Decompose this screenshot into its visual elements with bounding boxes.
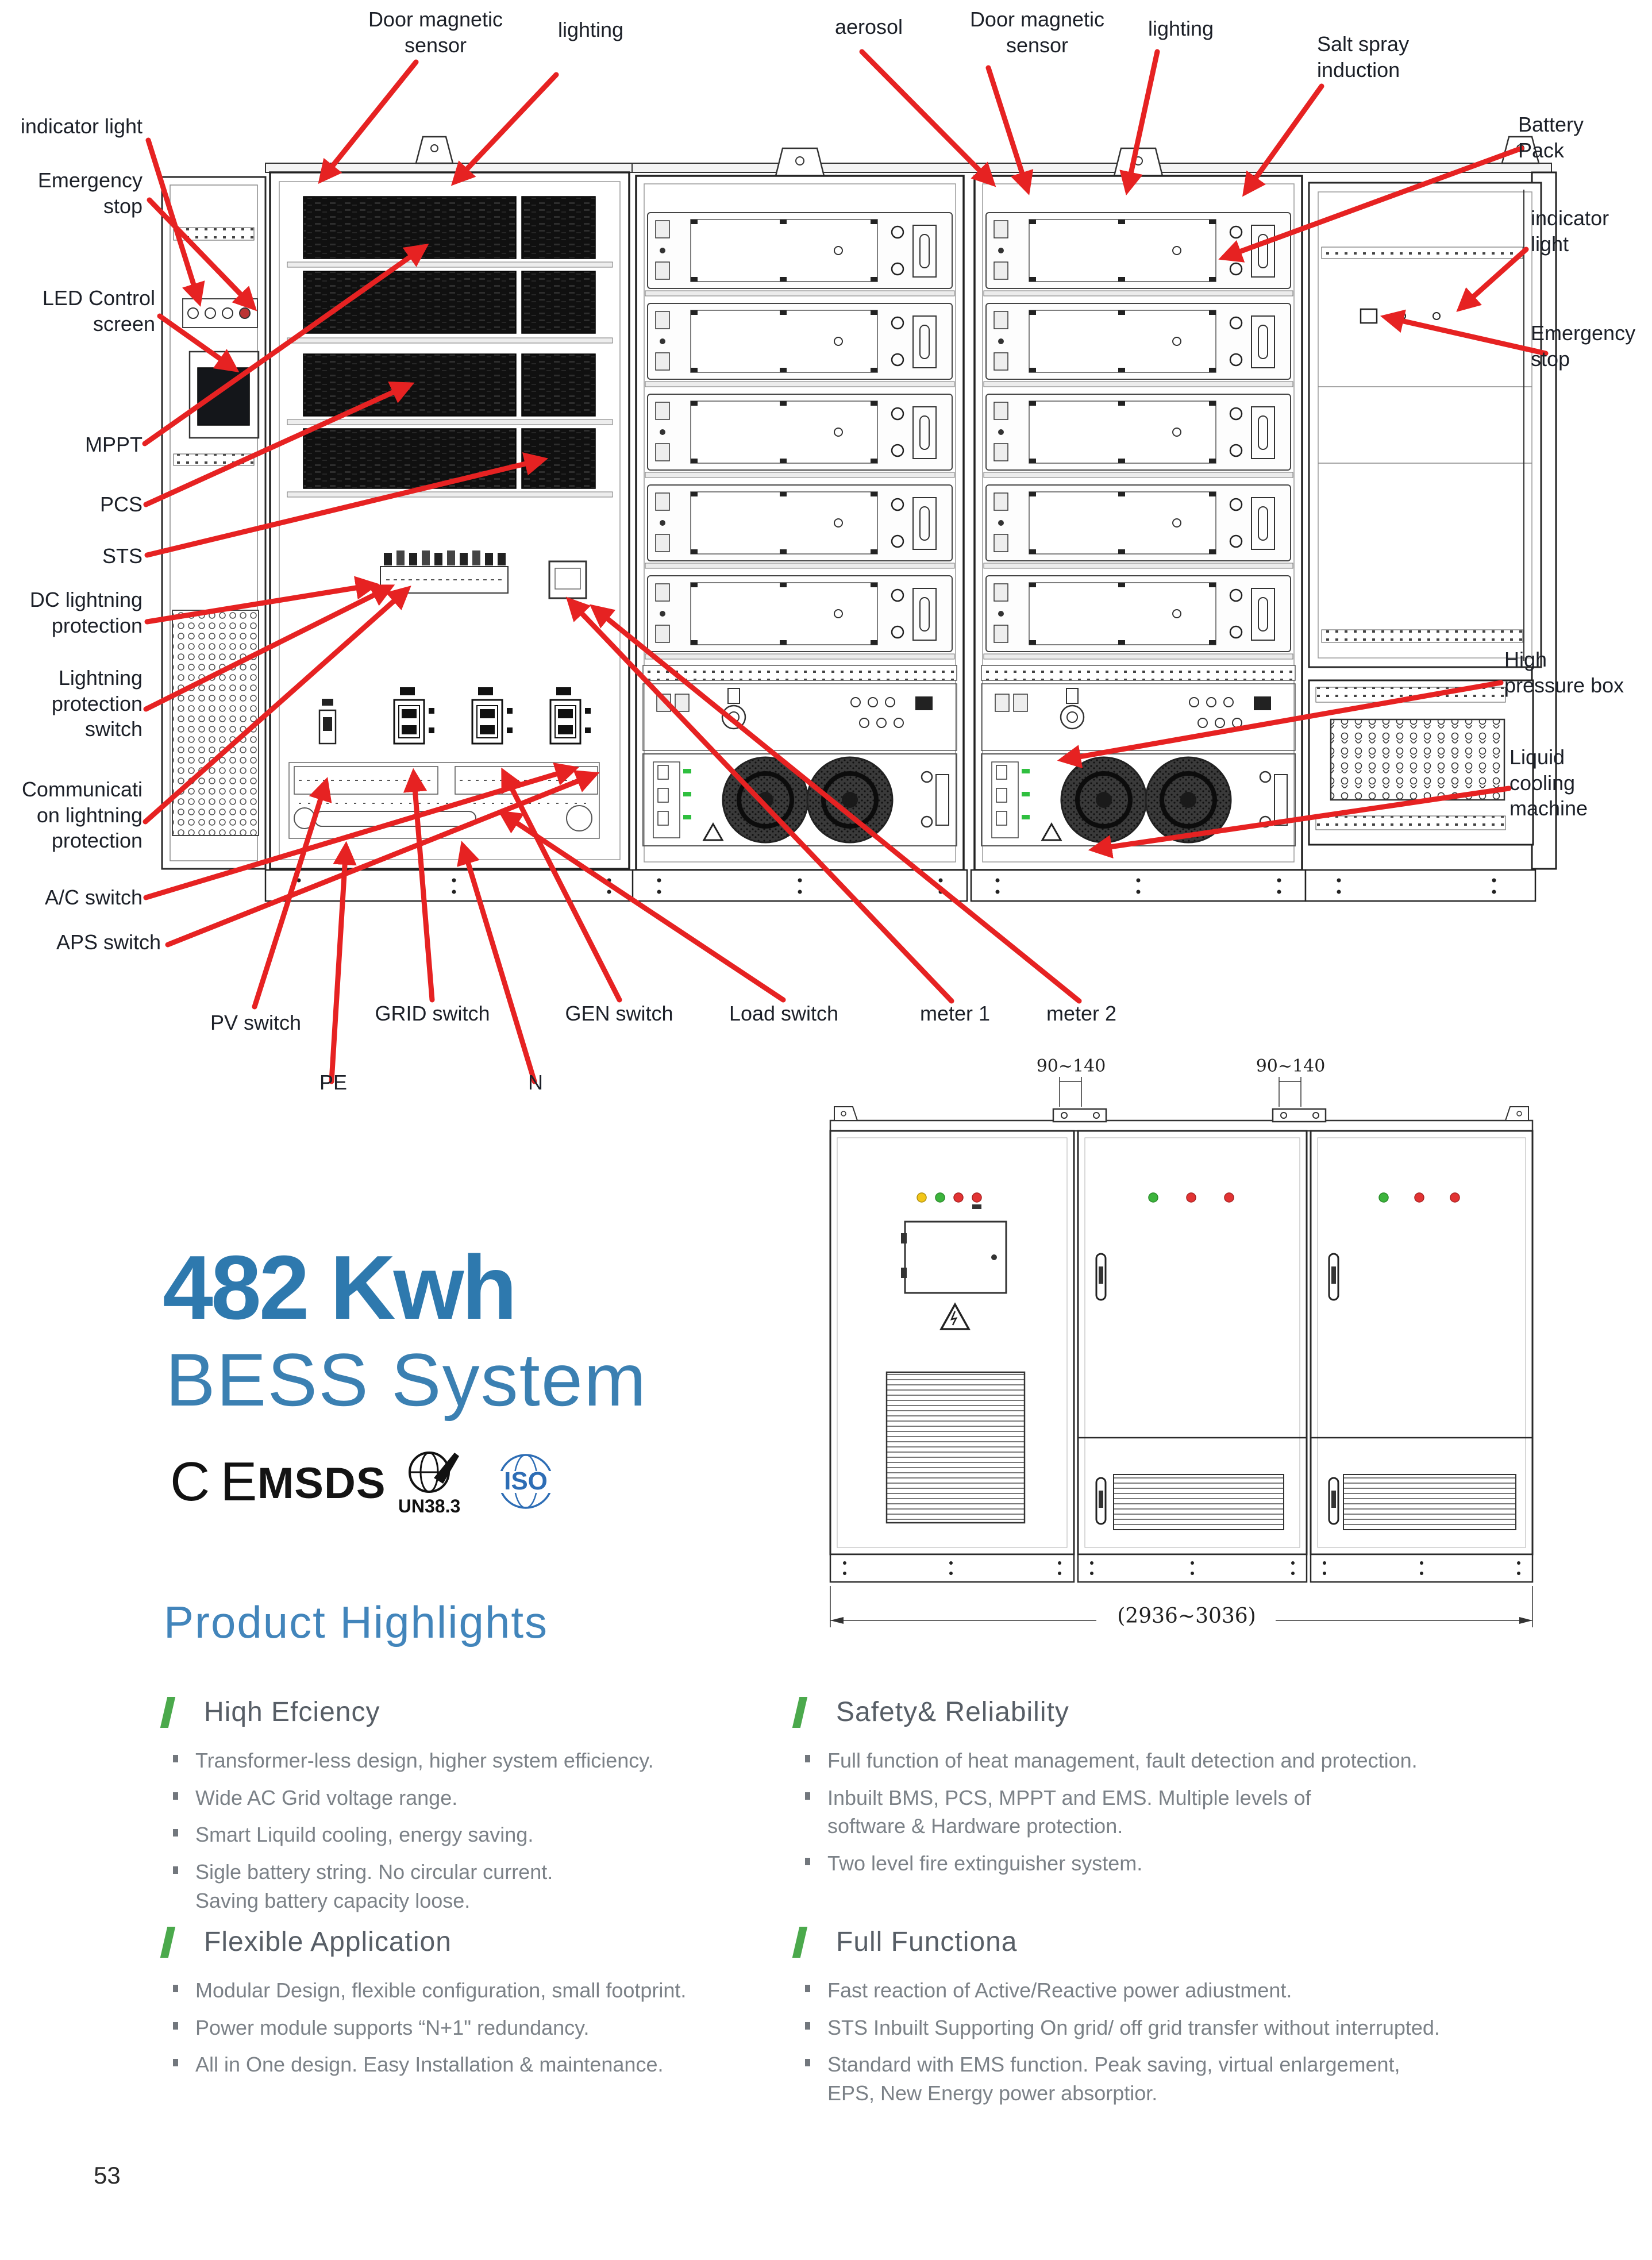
label-indicator-light-right: indicator light xyxy=(1531,206,1609,256)
bullet-icon xyxy=(173,1866,178,1874)
green-bar-icon xyxy=(160,1926,176,1958)
feature-bullet: Two level fire extinguisher system. xyxy=(796,1849,1600,1878)
feature-bullet: Inbuilt BMS, PCS, MPPT and EMS. Multiple… xyxy=(796,1784,1600,1841)
pcs-cabinet xyxy=(264,171,639,902)
bullet-icon xyxy=(173,1829,178,1837)
svg-text:UN38.3: UN38.3 xyxy=(399,1496,460,1516)
label-emergency-stop-left: Emergency stop xyxy=(37,168,143,218)
cooling-section xyxy=(1304,679,1537,902)
feature-bullet: Wide AC Grid voltage range. xyxy=(164,1784,773,1812)
label-salt-spray-induction: Salt spray induction xyxy=(1317,32,1410,82)
feature-bullet: STS Inbuilt Supporting On grid/ off grid… xyxy=(796,2013,1600,2042)
label-dc-lightning-protection: DC lightning protection xyxy=(29,588,143,637)
feature-bullet: All in One design. Easy Installation & m… xyxy=(164,2050,790,2079)
callout-arrows xyxy=(142,49,1549,1084)
iso-logo: ISO xyxy=(495,1454,556,1509)
feature-bullet: Transformer-less design, higher system e… xyxy=(164,1746,773,1775)
label-n: N xyxy=(528,1071,543,1094)
section-title-product-highlights: Product Highlights xyxy=(164,1597,548,1647)
bullet-icon xyxy=(805,2022,810,2030)
feature-flexible-application: Flexible Application Modular Design, fle… xyxy=(160,1926,790,2079)
msds-logo: MSDS xyxy=(257,1459,386,1508)
bullet-icon xyxy=(173,1755,178,1762)
label-battery-pack: Battery Pack xyxy=(1518,113,1584,162)
feature-heading: Full Functiona xyxy=(836,1927,1018,1957)
label-lighting-2: lighting xyxy=(1147,17,1214,40)
feature-full-functional: Full Functiona Fast reaction of Active/R… xyxy=(792,1926,1600,2108)
feature-high-efficiency: Hiqh Efciency Transformer-less design, h… xyxy=(160,1696,773,1915)
feature-bullet: Standard with EMS function. Peak saving,… xyxy=(796,2050,1600,2107)
page-number: 53 xyxy=(94,2162,121,2189)
label-ac-switch: A/C switch xyxy=(44,885,143,909)
bess-front-diagram xyxy=(829,1077,1534,1627)
label-lightning-protection-switch: Lightning protection switch xyxy=(51,666,143,741)
product-capacity-title: 482 Kwh xyxy=(163,1237,517,1338)
feature-heading: Flexible Application xyxy=(204,1927,452,1957)
label-mppt: MPPT xyxy=(84,433,143,456)
dimension-bracket-right: 90~140 xyxy=(1256,1056,1326,1076)
label-lighting-1: lighting xyxy=(557,18,624,41)
label-meter-2: meter 2 xyxy=(1046,1002,1117,1025)
dimension-bracket-left: 90~140 xyxy=(1036,1056,1106,1076)
feature-bullet: Smart Liquild cooling, energy saving. xyxy=(164,1820,773,1849)
bullet-icon xyxy=(805,1858,810,1866)
label-pe: PE xyxy=(319,1071,348,1094)
label-liquid-cooling-machine: Liquid cooling machine xyxy=(1509,745,1588,821)
product-name-title: BESS System xyxy=(165,1338,648,1422)
feature-bullet: Modular Design, flexible configuration, … xyxy=(164,1976,790,2005)
feature-heading: Hiqh Efciency xyxy=(204,1697,380,1727)
label-high-pressure-box: High pressure box xyxy=(1504,648,1624,697)
ce-mark-logo: CE xyxy=(170,1451,268,1512)
bullet-icon xyxy=(173,2059,178,2067)
label-pcs: PCS xyxy=(99,492,143,516)
battery-cabinet-1 xyxy=(633,148,967,901)
label-sts: STS xyxy=(102,544,143,568)
feature-bullet: Sigle battery string. No circular curren… xyxy=(164,1858,773,1915)
bullet-icon xyxy=(173,2022,178,2030)
feature-heading: Safety& Reliability xyxy=(836,1697,1069,1727)
bullet-icon xyxy=(805,1755,810,1762)
label-aps-switch: APS switch xyxy=(56,930,161,954)
label-gen-switch: GEN switch xyxy=(565,1002,673,1025)
battery-cabinet-door xyxy=(1308,171,1557,870)
label-indicator-light-left: indicator light xyxy=(20,114,143,138)
feature-bullet: Full function of heat management, fault … xyxy=(796,1746,1600,1775)
svg-text:ISO: ISO xyxy=(504,1467,548,1495)
label-load-switch: Load switch xyxy=(729,1002,839,1025)
bullet-icon xyxy=(805,2059,810,2067)
label-aerosol: aerosol xyxy=(834,15,903,38)
dimension-total-width: (2936~3036) xyxy=(1117,1604,1256,1628)
label-led-control-screen: LED Control screen xyxy=(42,286,155,336)
feature-safety-reliability: Safety& Reliability Full function of hea… xyxy=(792,1696,1600,1878)
bullet-icon xyxy=(173,1985,178,1992)
green-bar-icon xyxy=(792,1696,808,1728)
feature-bullet: Power module supports “N+1" redundancy. xyxy=(164,2013,790,2042)
label-grid-switch: GRID switch xyxy=(375,1002,490,1025)
green-bar-icon xyxy=(160,1696,176,1728)
battery-cabinet-2 xyxy=(971,148,1306,901)
bullet-icon xyxy=(805,1792,810,1800)
feature-bullet: Fast reaction of Active/Reactive power a… xyxy=(796,1976,1600,2005)
label-pv-switch: PV switch xyxy=(210,1011,302,1034)
un38-3-logo: UN38.3 xyxy=(399,1452,460,1516)
label-door-magnetic-sensor-2: Door magnetic sensor xyxy=(969,7,1105,57)
label-door-magnetic-sensor-1: Door magnetic sensor xyxy=(368,7,503,57)
label-emergency-stop-right: Emergency stop xyxy=(1531,321,1636,371)
label-communication-lightning-protection: Communicati on lightning protection xyxy=(21,777,143,853)
bullet-icon xyxy=(805,1985,810,1992)
pcs-cabinet-door xyxy=(161,176,267,870)
bullet-icon xyxy=(173,1792,178,1800)
green-bar-icon xyxy=(792,1926,808,1958)
label-meter-1: meter 1 xyxy=(919,1002,991,1025)
bess-internal-diagram xyxy=(142,49,1557,1084)
